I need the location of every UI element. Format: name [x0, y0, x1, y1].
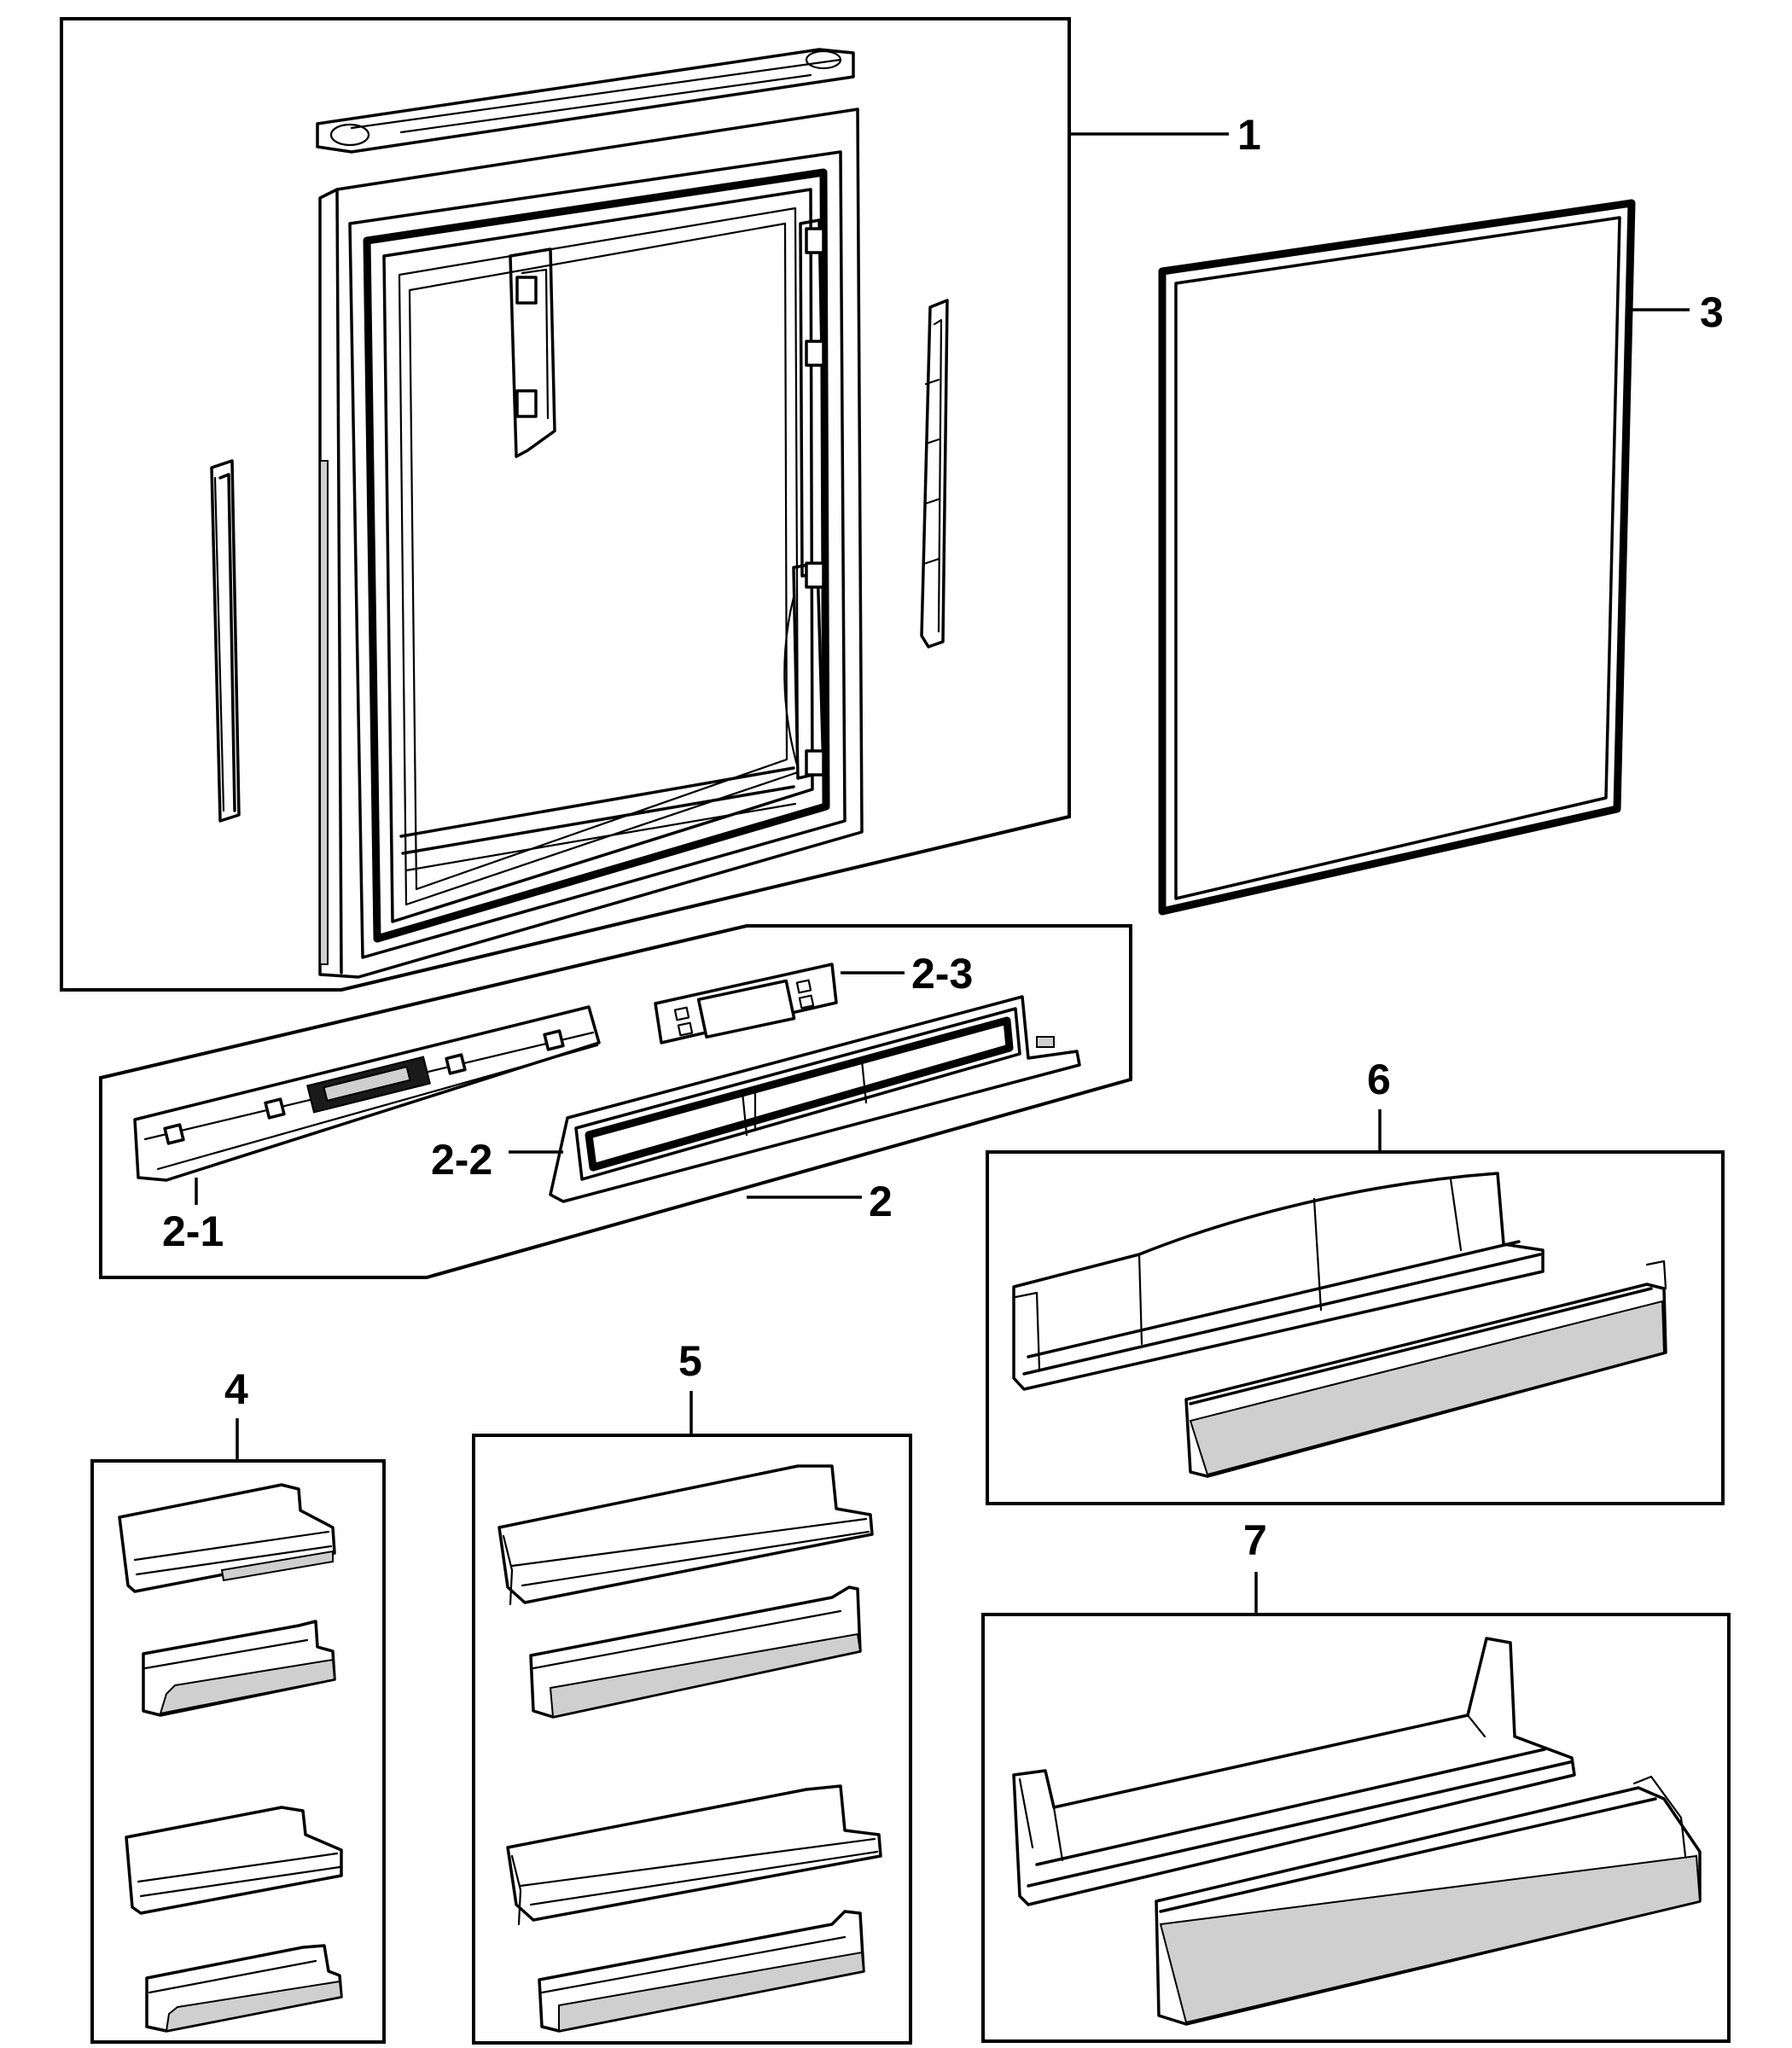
bin-5-rail-1: [529, 1585, 862, 1719]
door-right-hinge-plate: [920, 299, 949, 649]
bin-7-shelf-large: [1012, 1637, 1576, 1906]
bin-5-rail-2: [538, 1910, 865, 2033]
control-panel-group: 2-3 2-2 2-1 2: [99, 924, 1132, 1279]
bin-set-6-frame: [986, 1150, 1725, 1505]
bin-set-7-frame: [981, 1613, 1731, 2043]
bin-5-tray-1: [497, 1464, 874, 1606]
front-trim-2-1: [133, 1005, 601, 1182]
callout-2-label: 2: [869, 1178, 893, 1225]
door-assembly-frame: [60, 17, 1071, 992]
bin-4-tray-2: [125, 1806, 343, 1915]
panel-bracket-2-2: [549, 995, 1081, 1203]
bin-6-shelf-small: [1184, 1260, 1667, 1478]
bin-set-7-group: 7: [981, 1516, 1731, 2043]
bin-set-5-group: 5: [472, 1337, 912, 2045]
callout-3-label: 3: [1700, 288, 1724, 336]
door-left-side-strip: [210, 459, 241, 823]
bin-set-4-group: 4: [90, 1365, 386, 2044]
bin-5-tray-2: [506, 1784, 882, 1926]
bin-6-shelf-large: [1012, 1172, 1545, 1391]
callout-2-1-label: 2-1: [162, 1207, 224, 1255]
bin-set-6-group: 6: [986, 1056, 1725, 1505]
callout-7-label: 7: [1243, 1516, 1267, 1564]
bin-4-tray-1: [118, 1483, 336, 1593]
bin-7-shelf-small: [1155, 1775, 1702, 2026]
callout-6-label: 6: [1367, 1056, 1391, 1103]
callout-2-2-label: 2-2: [431, 1136, 492, 1184]
control-panel-frame: [99, 924, 1132, 1279]
door-gasket-group: 3: [1158, 199, 1724, 916]
door-panel: [318, 108, 864, 979]
callout-5-label: 5: [678, 1337, 702, 1385]
callout-2-3-label: 2-3: [911, 950, 973, 998]
door-top-cap: [316, 48, 855, 154]
callout-4-label: 4: [224, 1365, 248, 1413]
callout-1-label: 1: [1237, 111, 1261, 159]
door-gasket: [1158, 199, 1636, 916]
bin-4-rail-2: [145, 1944, 343, 2033]
bin-4-rail-1: [142, 1620, 336, 1717]
door-assembly-group: 1: [60, 17, 1261, 992]
display-board-2-3: [654, 963, 838, 1044]
